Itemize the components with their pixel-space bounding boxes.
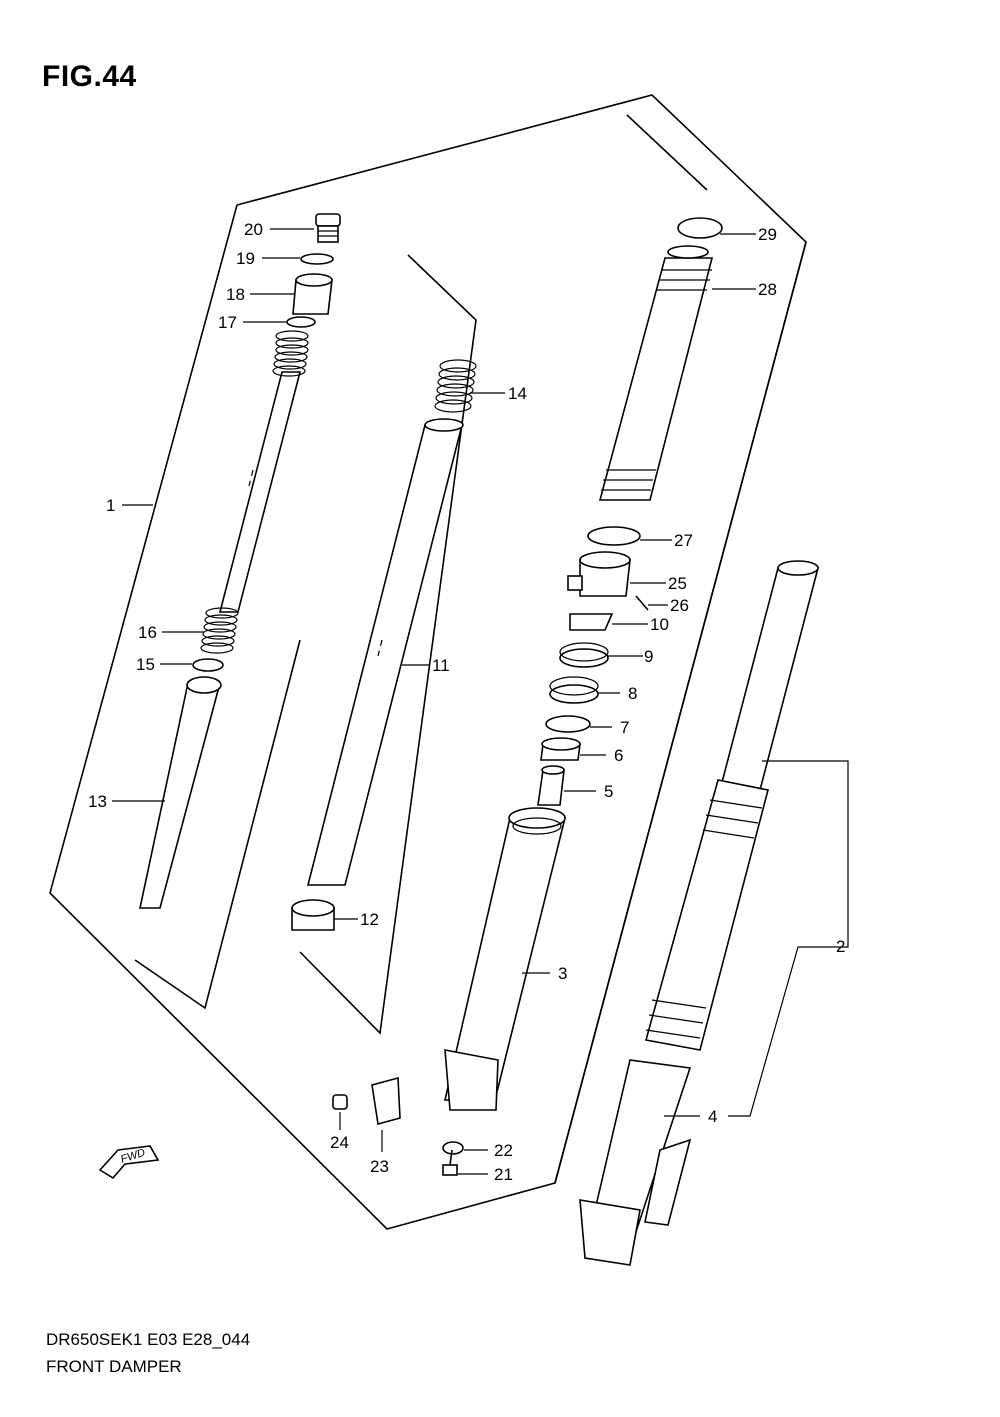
fork-boot-group-lower [554,241,807,1184]
part-2-front-fork-assembly [644,560,820,1051]
part-14-fork-spring [434,359,477,413]
part-1-damper-rod [218,371,302,613]
fwd-arrow-icon: FWD [98,1145,160,1180]
part-25-boot-guide [567,551,631,597]
callout-18: 18 [226,285,245,304]
callout-21: 21 [494,1165,513,1184]
part-16-rebound-spring-top [272,330,309,377]
figure-title: FIG.44 [42,60,137,93]
part-17-washer [286,316,316,328]
callout-20: 20 [244,220,263,239]
part-5-slide-bushing [537,765,565,806]
part-9-oil-seal [559,642,609,668]
callout-23: 23 [370,1157,389,1176]
callout-27: 27 [674,531,693,550]
callout-15: 15 [136,655,155,674]
part-6-guide-metal [540,737,581,761]
part-8-retainer [549,676,599,704]
callout-17: 17 [218,313,237,332]
callout-8: 8 [628,684,637,703]
part-28-fork-boot [598,245,714,501]
fork-boot-group-boundary [626,114,708,191]
damper-group-line [134,639,301,1010]
part-21-damper-bolt [442,1149,458,1176]
callout-6: 6 [614,746,623,765]
callout-25: 25 [668,574,687,593]
callout-22: 22 [494,1141,513,1160]
callout-29: 29 [758,225,777,244]
figure-name: FRONT DAMPER [46,1357,182,1376]
part-26-screw [635,595,649,611]
callout-14: 14 [508,384,527,403]
inner-tube-group-boundary [299,254,477,1035]
part-29-clamp [677,217,723,239]
part-7-washer [545,715,591,733]
part-22-gasket [442,1141,464,1155]
part-3-outer-tube [443,807,567,1111]
part-23-axle-holder [371,1076,401,1126]
callout-9: 9 [644,647,653,666]
callout-2: 2 [836,937,845,956]
callout-13: 13 [88,792,107,811]
part-13-damper-cylinder [139,676,222,909]
part-11-fork-spring-tube [306,418,464,886]
callout-26: 26 [670,596,689,615]
callout-7: 7 [620,718,629,737]
part-18-spacer [292,273,333,315]
callout-19: 19 [236,249,255,268]
part-15-ring [192,658,224,672]
part-10-stopper-ring [569,613,614,631]
part-27-clamp [587,526,641,546]
callout-28: 28 [758,280,777,299]
callout-1: 1 [106,496,115,515]
part-4-outer-tube-assembly [579,1059,692,1266]
part-20-cap-bolt [315,213,341,243]
callout-3: 3 [558,964,567,983]
callout-24: 24 [330,1133,349,1152]
callout-5: 5 [604,782,613,801]
callout-10: 10 [650,615,669,634]
part-19-o-ring [300,253,334,265]
part-12-bushing [291,899,335,931]
figure-code: DR650SEK1 E03 E28_044 [46,1330,251,1349]
callout-4: 4 [708,1107,717,1126]
callout-leaders [112,228,849,1175]
callout-11: 11 [432,656,450,675]
part-16-rebound-spring [200,607,239,654]
callout-12: 12 [360,910,379,929]
part-24-nut [332,1094,348,1110]
callout-16: 16 [138,623,157,642]
